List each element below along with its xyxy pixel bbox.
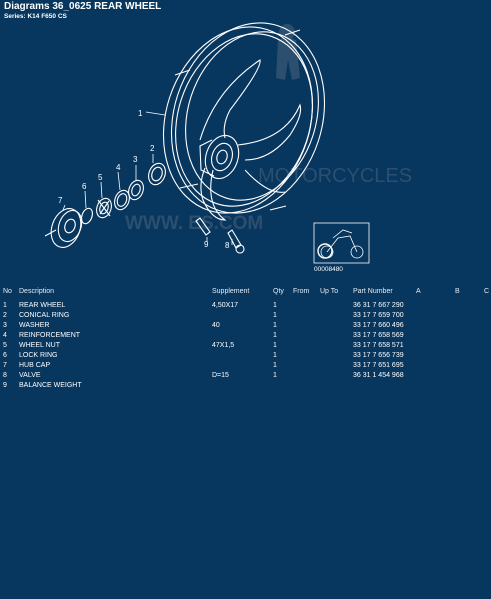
cell-no: 4 xyxy=(3,332,7,339)
cell-description: HUB CAP xyxy=(19,362,51,369)
header-a: A xyxy=(416,288,421,295)
cell-no: 6 xyxy=(3,352,7,359)
table-row[interactable]: 4 REINFORCEMENT 1 33 17 7 658 569 xyxy=(0,331,491,341)
header-from: From xyxy=(293,288,310,295)
table-row[interactable]: 3 WASHER 40 1 33 17 7 660 496 xyxy=(0,321,491,331)
cell-no: 5 xyxy=(3,342,7,349)
balance-weight-part xyxy=(195,217,211,236)
watermark: MOTORCYCLES WWW. ES.COM xyxy=(125,24,412,234)
cell-qty: 1 xyxy=(273,322,277,329)
cell-description: BALANCE WEIGHT xyxy=(19,382,82,389)
cell-part-number[interactable]: 36 31 7 667 290 xyxy=(353,302,404,309)
wheel-hub xyxy=(199,134,240,180)
cell-qty: 1 xyxy=(273,372,277,379)
cell-description: WASHER xyxy=(19,322,50,329)
hub-cap-part xyxy=(44,208,83,248)
page-title: Diagrams 36_0625 REAR WHEEL xyxy=(4,1,162,12)
table-row[interactable]: 5 WHEEL NUT 47X1,5 1 33 17 7 658 571 xyxy=(0,341,491,351)
table-row[interactable]: 7 HUB CAP 1 33 17 7 651 695 xyxy=(0,361,491,371)
washer-part xyxy=(128,179,144,201)
table-row[interactable]: 1 REAR WHEEL 4,50X17 1 36 31 7 667 290 xyxy=(0,301,491,311)
callout-6[interactable]: 6 xyxy=(82,182,87,191)
callout-1[interactable]: 1 xyxy=(138,109,143,118)
cell-qty: 1 xyxy=(273,362,277,369)
series-subtitle: Series: K14 F650 CS xyxy=(4,13,67,20)
header-part-number: Part Number xyxy=(353,288,393,295)
table-row[interactable]: 6 LOCK RING 1 33 17 7 656 739 xyxy=(0,351,491,361)
conical-ring-part xyxy=(148,162,166,186)
header-no: No xyxy=(3,288,12,295)
cell-no: 8 xyxy=(3,372,7,379)
cell-description: REINFORCEMENT xyxy=(19,332,81,339)
header-c: C xyxy=(484,288,490,295)
cell-supplement: 47X1,5 xyxy=(212,342,235,349)
cell-part-number[interactable]: 33 17 7 659 700 xyxy=(353,312,404,319)
watermark-url: WWW. ES.COM xyxy=(125,213,263,234)
callout-2[interactable]: 2 xyxy=(150,144,155,153)
cell-qty: 1 xyxy=(273,302,277,309)
cell-no: 1 xyxy=(3,302,7,309)
cell-description: REAR WHEEL xyxy=(19,302,66,309)
header-description: Description xyxy=(19,288,55,295)
cell-no: 3 xyxy=(3,322,7,329)
table-row[interactable]: 8 VALVE D=15 1 36 31 1 454 968 xyxy=(0,371,491,381)
table-header: No Description Supplement Qty From Up To… xyxy=(0,287,491,297)
header-qty: Qty xyxy=(273,288,284,295)
cell-part-number[interactable]: 36 31 1 454 968 xyxy=(353,372,404,379)
callout-4[interactable]: 4 xyxy=(116,163,121,172)
cell-part-number[interactable]: 33 17 7 658 571 xyxy=(353,342,404,349)
header-up-to: Up To xyxy=(320,288,339,295)
table-row[interactable]: 2 CONICAL RING 1 33 17 7 659 700 xyxy=(0,311,491,321)
cell-supplement: 40 xyxy=(212,322,220,329)
cell-no: 9 xyxy=(3,382,7,389)
reinforcement-part xyxy=(114,189,130,211)
lock-ring-part xyxy=(81,207,93,225)
wheel-rim xyxy=(162,22,326,214)
callout-9[interactable]: 9 xyxy=(204,240,209,249)
cell-description: LOCK RING xyxy=(19,352,58,359)
cell-part-number[interactable]: 33 17 7 651 695 xyxy=(353,362,404,369)
cell-supplement: D=15 xyxy=(212,372,229,379)
callout-7[interactable]: 7 xyxy=(58,196,63,205)
callout-3[interactable]: 3 xyxy=(133,155,138,164)
header-supplement: Supplement xyxy=(212,288,250,295)
cell-supplement: 4,50X17 xyxy=(212,302,239,309)
valve-part xyxy=(227,229,245,254)
cell-no: 2 xyxy=(3,312,7,319)
callout-8[interactable]: 8 xyxy=(225,241,230,250)
parts-table: No Description Supplement Qty From Up To… xyxy=(0,287,491,391)
cell-part-number[interactable]: 33 17 7 660 496 xyxy=(353,322,404,329)
wheel-nut-part xyxy=(96,197,112,219)
cell-description: WHEEL NUT xyxy=(19,342,60,349)
inset-code: 00008480 xyxy=(314,266,343,273)
cell-description: CONICAL RING xyxy=(19,312,70,319)
callout-5[interactable]: 5 xyxy=(98,173,103,182)
rear-wheel-diagram: MOTORCYCLES WWW. ES.COM xyxy=(44,22,412,273)
leader-lines xyxy=(62,111,233,245)
wheel-spokes xyxy=(199,59,302,221)
location-inset[interactable]: 00008480 xyxy=(313,222,370,273)
cell-no: 7 xyxy=(3,362,7,369)
cell-qty: 1 xyxy=(273,332,277,339)
table-row[interactable]: 9 BALANCE WEIGHT xyxy=(0,381,491,391)
cell-part-number[interactable]: 33 17 7 656 739 xyxy=(353,352,404,359)
cell-qty: 1 xyxy=(273,352,277,359)
cell-description: VALVE xyxy=(19,372,41,379)
cell-qty: 1 xyxy=(273,312,277,319)
cell-part-number[interactable]: 33 17 7 658 569 xyxy=(353,332,404,339)
highlight-circle-icon xyxy=(317,243,333,259)
cell-qty: 1 xyxy=(273,342,277,349)
header-b: B xyxy=(455,288,460,295)
